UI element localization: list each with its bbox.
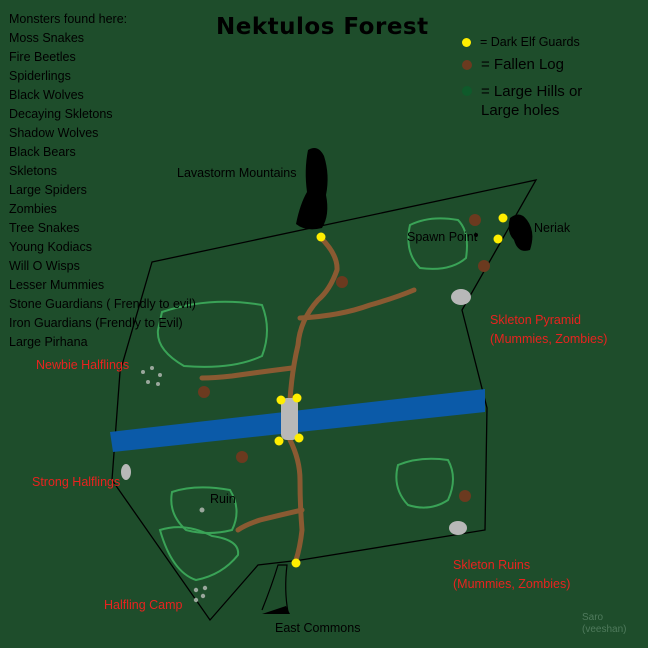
monster-item: Lesser Mummies [9, 278, 105, 292]
monster-item: Black Bears [9, 145, 76, 159]
monster-item: Will O Wisps [9, 259, 80, 273]
label-ruin: Ruin [210, 492, 236, 506]
label-ruins-name: Skleton Ruins [453, 558, 531, 572]
legend-hills: = Large Hills or Large holes [462, 82, 612, 120]
guard [498, 213, 508, 223]
monster-item: Moss Snakes [9, 31, 85, 45]
label-east-commons: East Commons [275, 621, 361, 635]
legend-guards-label: = Dark Elf Guards [480, 35, 580, 49]
monster-item: Decaying Skletons [9, 107, 113, 121]
east-commons-path [261, 564, 289, 613]
guard [294, 433, 304, 443]
neriak-mountain [508, 214, 533, 251]
guard [316, 232, 326, 242]
label-pyramid-name: Skleton Pyramid [490, 313, 582, 327]
rock-pyramid [451, 289, 471, 305]
lavastorm-mountains [296, 148, 328, 230]
fallen-log [469, 214, 481, 226]
monster-item: Tree Snakes [9, 221, 80, 235]
dark-elf-guards [274, 213, 508, 568]
guard [292, 393, 302, 403]
hill-ruin-lower [158, 526, 240, 582]
fallen-log [459, 490, 471, 502]
label-neriak: Neriak [534, 221, 571, 235]
fallen-log [198, 386, 210, 398]
hill-east [395, 457, 454, 509]
ruin-marker [199, 507, 205, 513]
monster-item: Spiderlings [9, 69, 71, 83]
monster-item: Fire Beetles [9, 50, 76, 64]
map-title: Nektulos Forest [216, 14, 429, 40]
guard [493, 234, 503, 244]
monster-item: Large Spiders [9, 183, 87, 197]
legend-hills-label: = Large Hills or Large holes [481, 83, 583, 119]
guard-dot-icon [462, 38, 471, 47]
path-south [287, 437, 305, 563]
bridge [281, 398, 298, 440]
fallen-log [236, 451, 248, 463]
path-east-branch [297, 287, 417, 321]
label-strong-halflings: Strong Halflings [32, 475, 121, 489]
author-server: (veeshan) [582, 624, 627, 635]
guard [276, 395, 286, 405]
label-pyramid: Skleton Pyramid (Mummies, Zombies) [490, 311, 607, 349]
hill-ruin [170, 486, 238, 534]
monster-item: Zombies [9, 202, 57, 216]
monster-list: Monsters found here: Moss Snakes Fire Be… [9, 10, 196, 352]
author-signature: Saro (veeshan) [582, 612, 626, 636]
log-dot-icon [462, 60, 472, 70]
monster-item: Iron Guardians (Frendly to Evil) [9, 316, 183, 330]
rock-ruins [449, 521, 467, 535]
label-ruins: Skleton Ruins (Mummies, Zombies) [453, 556, 570, 594]
legend-log-label: = Fallen Log [481, 56, 564, 73]
fallen-log [478, 260, 490, 272]
legend-log: = Fallen Log [462, 56, 564, 73]
label-halfling-camp: Halfling Camp [104, 598, 183, 612]
label-spawn-point: Spawn Point [407, 230, 478, 244]
east-commons-exit [262, 606, 290, 614]
monster-item: Skletons [9, 164, 57, 178]
author-name: Saro [582, 612, 604, 623]
legend-guards: = Dark Elf Guards [462, 35, 580, 49]
rock-strong-halflings [121, 464, 131, 480]
monster-item: Shadow Wolves [9, 126, 99, 140]
monster-item: Young Kodiacs [9, 240, 92, 254]
monster-item: Large Pirhana [9, 335, 88, 349]
halfling-camp-dots [193, 585, 208, 603]
hill-dot-icon [462, 86, 472, 96]
path-west-branch [199, 365, 295, 381]
spawn-point-marker [474, 233, 478, 237]
fallen-logs [198, 214, 490, 502]
hill-newbie [156, 300, 268, 368]
fallen-log [336, 276, 348, 288]
monster-list-heading: Monsters found here: [9, 12, 128, 26]
path-north [287, 235, 340, 403]
label-ruins-note: (Mummies, Zombies) [453, 577, 571, 591]
label-lavastorm: Lavastorm Mountains [177, 166, 297, 180]
guard [274, 436, 284, 446]
label-pyramid-note: (Mummies, Zombies) [490, 332, 608, 346]
label-newbie-halflings: Newbie Halflings [36, 358, 130, 372]
paths [199, 235, 417, 563]
guard [291, 558, 301, 568]
path-ruin-branch [235, 507, 305, 533]
hill-spawn [407, 217, 468, 270]
newbie-halfling-dots [141, 366, 162, 386]
monster-item: Stone Guardians ( Frendly to evil) [9, 297, 196, 311]
monster-item: Black Wolves [9, 88, 84, 102]
